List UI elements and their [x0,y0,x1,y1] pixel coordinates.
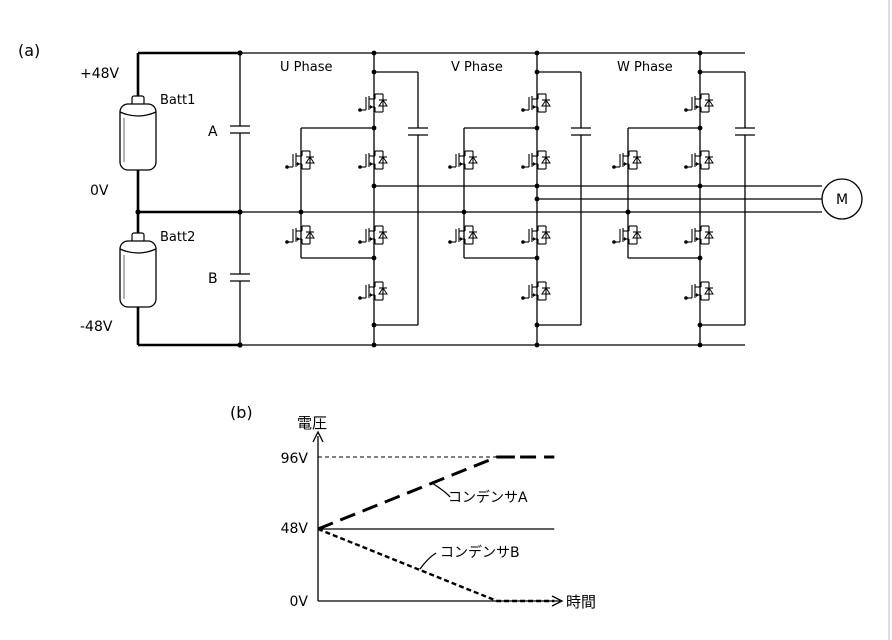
voltage-label-minus48: -48V [80,319,113,335]
curve-b-leader [419,552,437,570]
y-tick-96v: 96V [281,451,309,467]
igbt-w-main-2 [684,150,714,170]
circuit-diagram: (a) +48V 0V -48V Batt1 Batt2 [18,41,863,348]
igbt-w-side-1 [612,150,642,170]
chart-series [317,455,555,603]
x-axis-label: 時間 [566,593,596,611]
y-tick-48v: 48V [281,521,309,537]
curve-a-leader [431,482,451,498]
phase-label-u: U Phase [280,60,332,75]
motor: M [821,178,863,220]
curve-a-label: コンデンサA [448,489,528,506]
igbt-u-main-3 [358,225,388,245]
capacitor-b-label: B [208,271,218,287]
battery-1: Batt1 [119,93,195,171]
igbt-v-main-2 [521,150,551,170]
igbt-v-side-1 [448,150,478,170]
curve-b-label: コンデンサB [440,544,520,561]
igbt-u-main-1 [358,93,388,113]
igbt-w-side-2 [612,225,642,245]
voltage-chart: (b) 電圧 時間 96V 48V 0V コンデンサA コンデンサB [230,403,596,611]
phase-label-w: W Phase [617,60,673,75]
motor-output-lines [374,185,822,213]
y-tick-0v: 0V [290,594,309,610]
y-axis-arrow [312,430,324,443]
phase-label-v: V Phase [451,60,503,75]
voltage-label-0v: 0V [90,183,109,199]
igbt-w-main-3 [684,225,714,245]
x-axis-arrow [551,595,564,607]
igbt-v-main-4 [521,281,551,301]
battery-rail [136,51,240,347]
igbt-w-main-1 [684,93,714,113]
battery-1-label: Batt1 [160,93,195,108]
igbt-u-side-1 [285,150,315,170]
igbt-u-side-2 [285,225,315,245]
igbt-v-main-1 [521,93,551,113]
series-line-2 [317,527,555,603]
phase-leg-u [285,50,428,348]
capacitor-a-label: A [208,124,218,140]
panel-b-label: (b) [230,403,253,422]
battery-2: Batt2 [119,230,195,308]
igbt-u-main-4 [358,281,388,301]
battery-2-label: Batt2 [160,230,195,245]
motor-label: M [836,192,848,208]
bus-rails [240,52,745,346]
igbt-u-main-2 [358,150,388,170]
capacitor-a: A [208,53,250,212]
igbt-v-main-3 [521,225,551,245]
igbt-v-side-2 [448,225,478,245]
voltage-label-plus48: +48V [80,66,120,82]
y-axis-label: 電圧 [297,414,327,432]
capacitor-b: B [208,212,250,345]
igbt-w-main-4 [684,281,714,301]
panel-a-label: (a) [18,41,40,60]
